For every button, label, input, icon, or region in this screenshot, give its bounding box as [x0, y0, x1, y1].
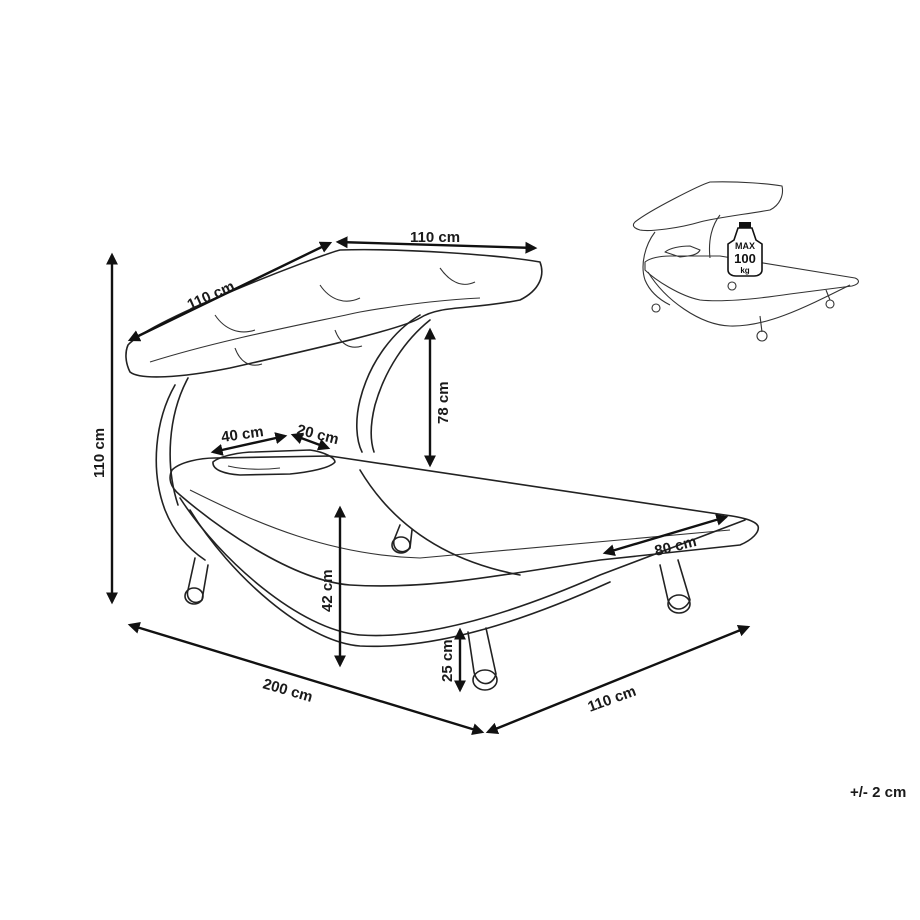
label-total-height: 110 cm	[91, 428, 108, 478]
label-bed-width: 110 cm	[586, 683, 639, 716]
label-canopy-clearance: 78 cm	[435, 381, 452, 424]
label-canopy-width: 110 cm	[410, 229, 460, 246]
weight-value-label: 100	[734, 251, 756, 266]
weight-unit-label: kg	[740, 266, 749, 275]
label-pillow-width: 40 cm	[220, 423, 264, 446]
label-bed-length: 200 cm	[261, 676, 315, 706]
tolerance-note: +/- 2 cm	[850, 784, 906, 801]
dimension-arrows	[106, 236, 751, 735]
thumbnail-drawing	[632, 181, 859, 342]
label-canopy-depth: 110 cm	[185, 278, 238, 314]
weight-max-label: MAX	[735, 241, 755, 251]
label-seat-height: 42 cm	[319, 569, 336, 612]
label-leg-height: 25 cm	[439, 639, 456, 682]
lounger-drawing	[125, 248, 760, 691]
weight-icon	[727, 222, 763, 277]
